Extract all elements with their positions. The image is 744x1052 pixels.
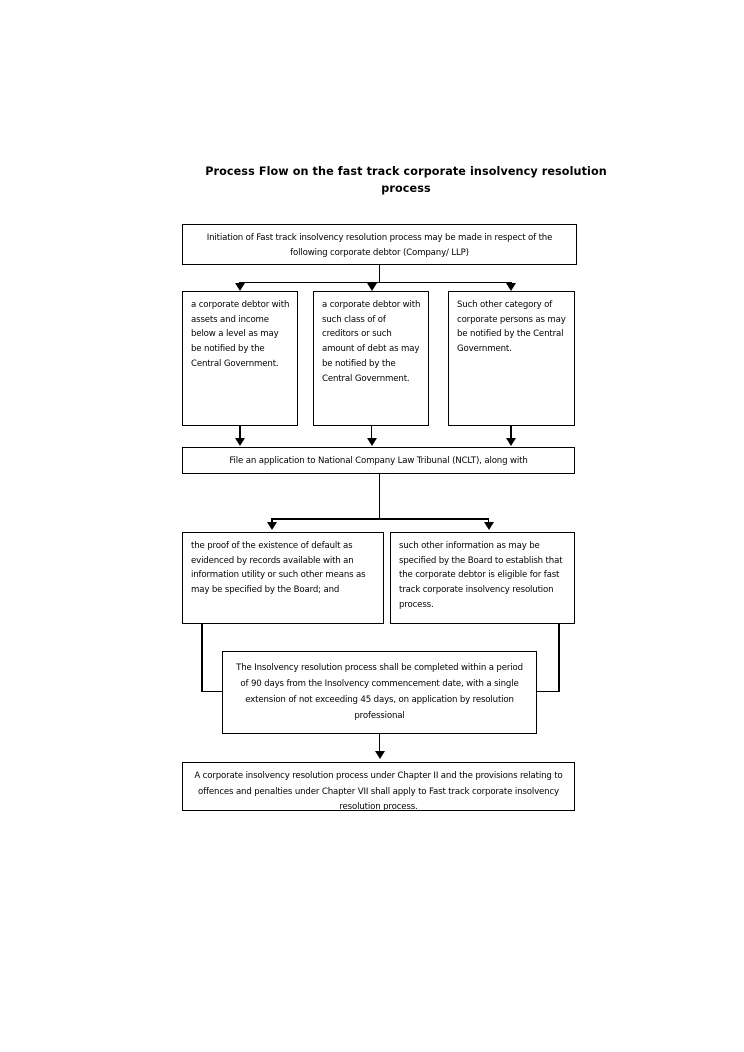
connector-initiation-bus	[239, 281, 511, 284]
flow-node-category-1-label: a corporate debtor with assets and incom…	[191, 300, 290, 369]
connector-category-2-down	[370, 426, 373, 439]
connector-initiation-trunk	[378, 265, 381, 283]
flow-node-other-information-label: such other information as may be specifi…	[399, 541, 563, 610]
connector-proof-elbow	[201, 690, 224, 693]
flow-node-category-2-label: a corporate debtor with such class of of…	[322, 300, 421, 384]
flow-node-initiation: Initiation of Fast track insolvency reso…	[182, 224, 577, 265]
flow-node-file-application: File an application to National Company …	[182, 447, 575, 474]
flow-node-timeline-90-days: The Insolvency resolution process shall …	[222, 651, 537, 734]
flow-node-file-application-label: File an application to National Company …	[229, 456, 528, 466]
arrow-category-1-to-file	[235, 438, 245, 446]
flow-node-initiation-label: Initiation of Fast track insolvency reso…	[206, 233, 553, 258]
flow-node-category-3-label: Such other category of corporate persons…	[457, 300, 566, 355]
flow-node-other-information: such other information as may be specifi…	[390, 532, 575, 624]
flow-node-chapter-provisions-label: A corporate insolvency resolution proces…	[194, 771, 563, 812]
connector-other-information-down	[558, 624, 560, 692]
flow-node-category-3: Such other category of corporate persons…	[448, 291, 575, 426]
arrow-initiation-to-category-2	[366, 283, 377, 291]
connector-category-1-down	[239, 426, 241, 439]
connector-timeline-down	[378, 734, 381, 752]
arrow-file-to-proof	[267, 522, 277, 530]
flow-node-proof-of-default: the proof of the existence of default as…	[182, 532, 384, 624]
arrow-category-3-to-file	[506, 438, 516, 446]
connector-file-drop-right	[487, 518, 490, 524]
connector-other-information-elbow	[535, 690, 559, 693]
connector-file-bus	[271, 518, 489, 520]
connector-proof-down	[201, 624, 203, 692]
arrow-category-2-to-file	[366, 438, 377, 446]
flow-node-proof-of-default-label: the proof of the existence of default as…	[191, 541, 366, 596]
flow-node-chapter-provisions: A corporate insolvency resolution proces…	[182, 762, 575, 812]
arrow-timeline-to-chapter	[374, 751, 385, 759]
page-title: Process Flow on the fast track corporate…	[205, 165, 607, 195]
arrow-initiation-to-category-1	[235, 283, 245, 291]
connector-file-drop-left	[271, 518, 273, 524]
flow-node-category-2: a corporate debtor with such class of of…	[313, 291, 429, 426]
arrow-initiation-to-category-3	[506, 283, 516, 291]
connector-category-3-down	[510, 426, 512, 439]
flow-node-timeline-90-days-label: The Insolvency resolution process shall …	[236, 663, 523, 721]
flow-node-category-1: a corporate debtor with assets and incom…	[182, 291, 298, 426]
arrow-file-to-other-information	[483, 522, 494, 530]
connector-file-trunk	[378, 474, 381, 519]
